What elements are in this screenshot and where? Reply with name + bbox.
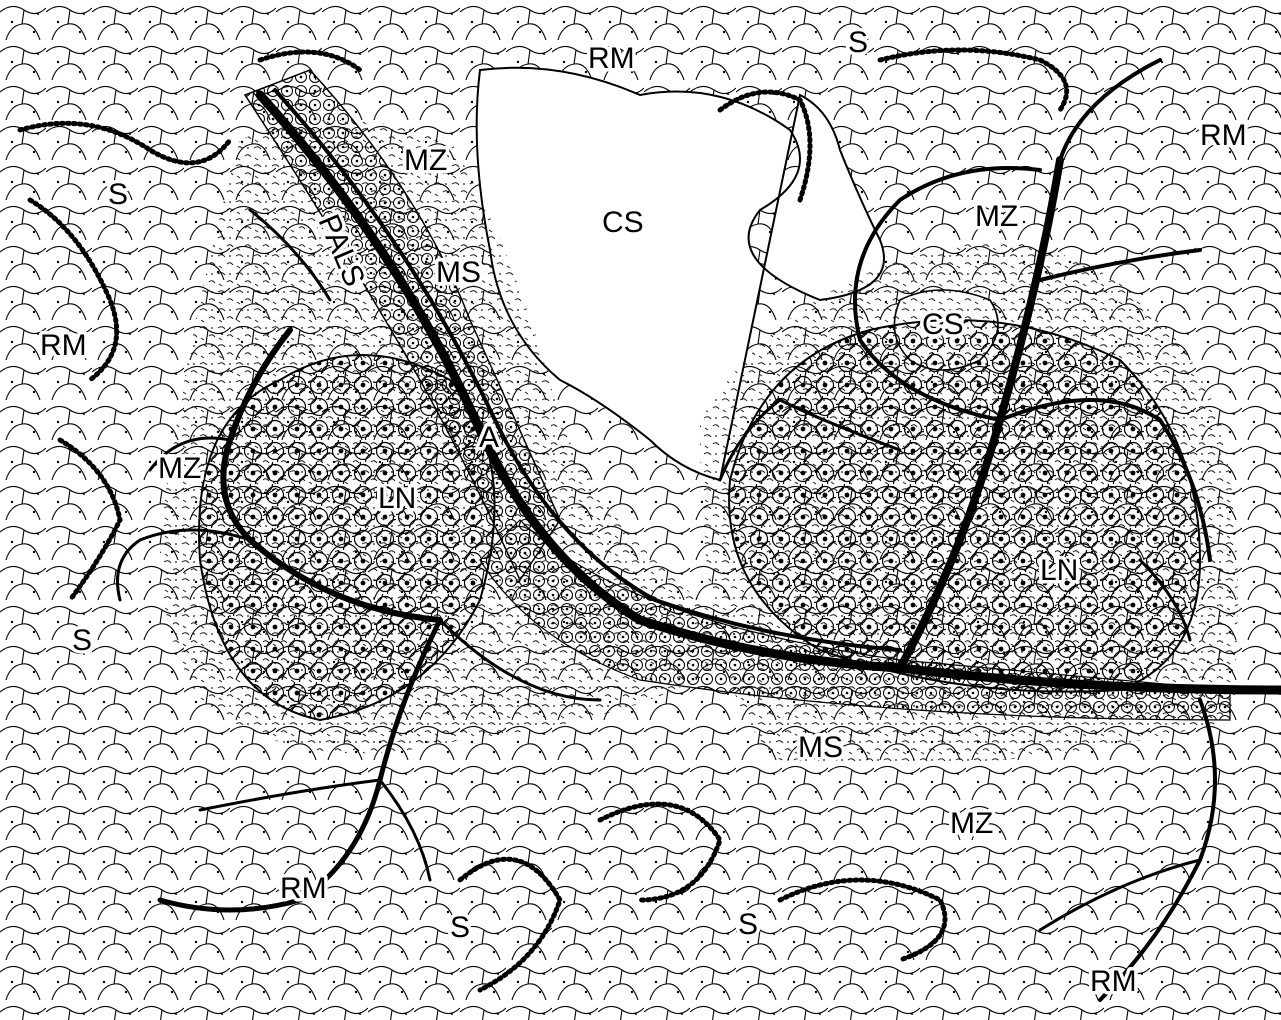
label-cs-right: CS <box>922 308 964 341</box>
label-s-bottom-1: S <box>450 911 470 944</box>
label-ms-bottom: MS <box>798 731 843 764</box>
label-rm-top-right: RM <box>1200 119 1247 152</box>
label-mz-left: MZ <box>158 452 201 485</box>
label-s-left: S <box>108 178 128 211</box>
label-mz-right-top: MZ <box>975 200 1018 233</box>
label-ln-right: LN <box>1040 554 1078 587</box>
label-ms-top: MS <box>436 256 481 289</box>
label-cs-top: CS <box>602 206 644 239</box>
label-s-top: S <box>848 26 868 59</box>
label-rm-bottom: RM <box>280 872 327 905</box>
label-s-left-low: S <box>72 624 92 657</box>
label-s-bottom-2: S <box>738 908 758 941</box>
label-rm-bottom-right: RM <box>1090 965 1137 998</box>
label-a: A <box>479 421 499 454</box>
label-rm-left: RM <box>40 329 87 362</box>
label-ln-left: LN <box>378 482 416 515</box>
label-rm-top: RM <box>588 42 635 75</box>
label-mz-top: MZ <box>404 144 447 177</box>
label-mz-bottom: MZ <box>950 807 993 840</box>
